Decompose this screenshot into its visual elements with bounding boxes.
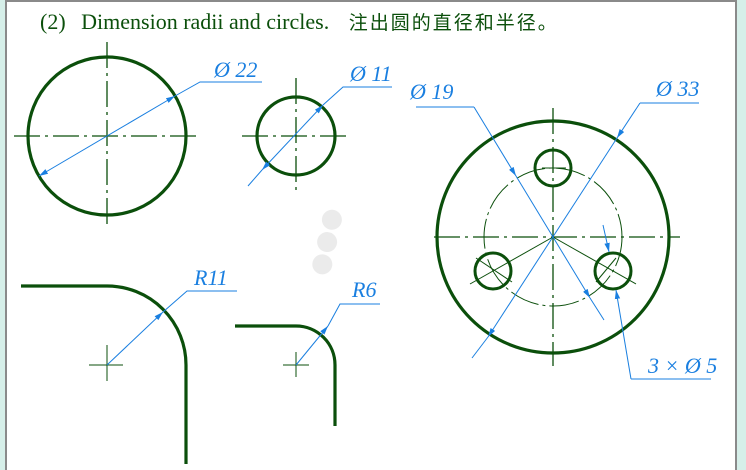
- circle-large-group: Ø 22: [14, 42, 262, 228]
- hole-lower-right: [593, 251, 633, 291]
- fillet-small-group: R6: [235, 277, 380, 426]
- dim-flange-outer: Ø 33: [655, 76, 699, 101]
- fillet-small-outline: [235, 324, 337, 426]
- pitch-circle: [483, 167, 623, 307]
- circle-small-group: Ø 11: [242, 61, 392, 190]
- dim-circle-large: Ø 22: [213, 57, 257, 82]
- flange-group: Ø 19 Ø 33 3 × Ø 5: [409, 76, 717, 380]
- exercise-number: (2): [40, 9, 66, 34]
- watermark-icon: [312, 209, 342, 275]
- dim-fillet-small: R6: [351, 277, 376, 302]
- dim-holes: 3 × Ø 5: [647, 353, 717, 378]
- hole-top: [533, 148, 573, 188]
- exercise-title-english: Dimension radii and circles.: [81, 9, 330, 34]
- dim-circle-small: Ø 11: [349, 61, 392, 86]
- fillet-large-outline: [21, 284, 188, 464]
- circle-large: [26, 55, 188, 217]
- exercise-title-chinese: 注出圆的直径和半径。: [348, 12, 559, 34]
- hole-lower-left: [473, 251, 513, 291]
- dim-pitch-circle: Ø 19: [409, 79, 453, 104]
- fillet-large-group: R11: [21, 265, 237, 464]
- drawing-sheet: [5, 0, 737, 470]
- flange-outer-circle: [435, 119, 671, 355]
- dim-fillet-large: R11: [193, 265, 228, 290]
- circle-small: [255, 95, 337, 177]
- exercise-title: (2) Dimension radii and circles. 注出圆的直径和…: [40, 8, 559, 35]
